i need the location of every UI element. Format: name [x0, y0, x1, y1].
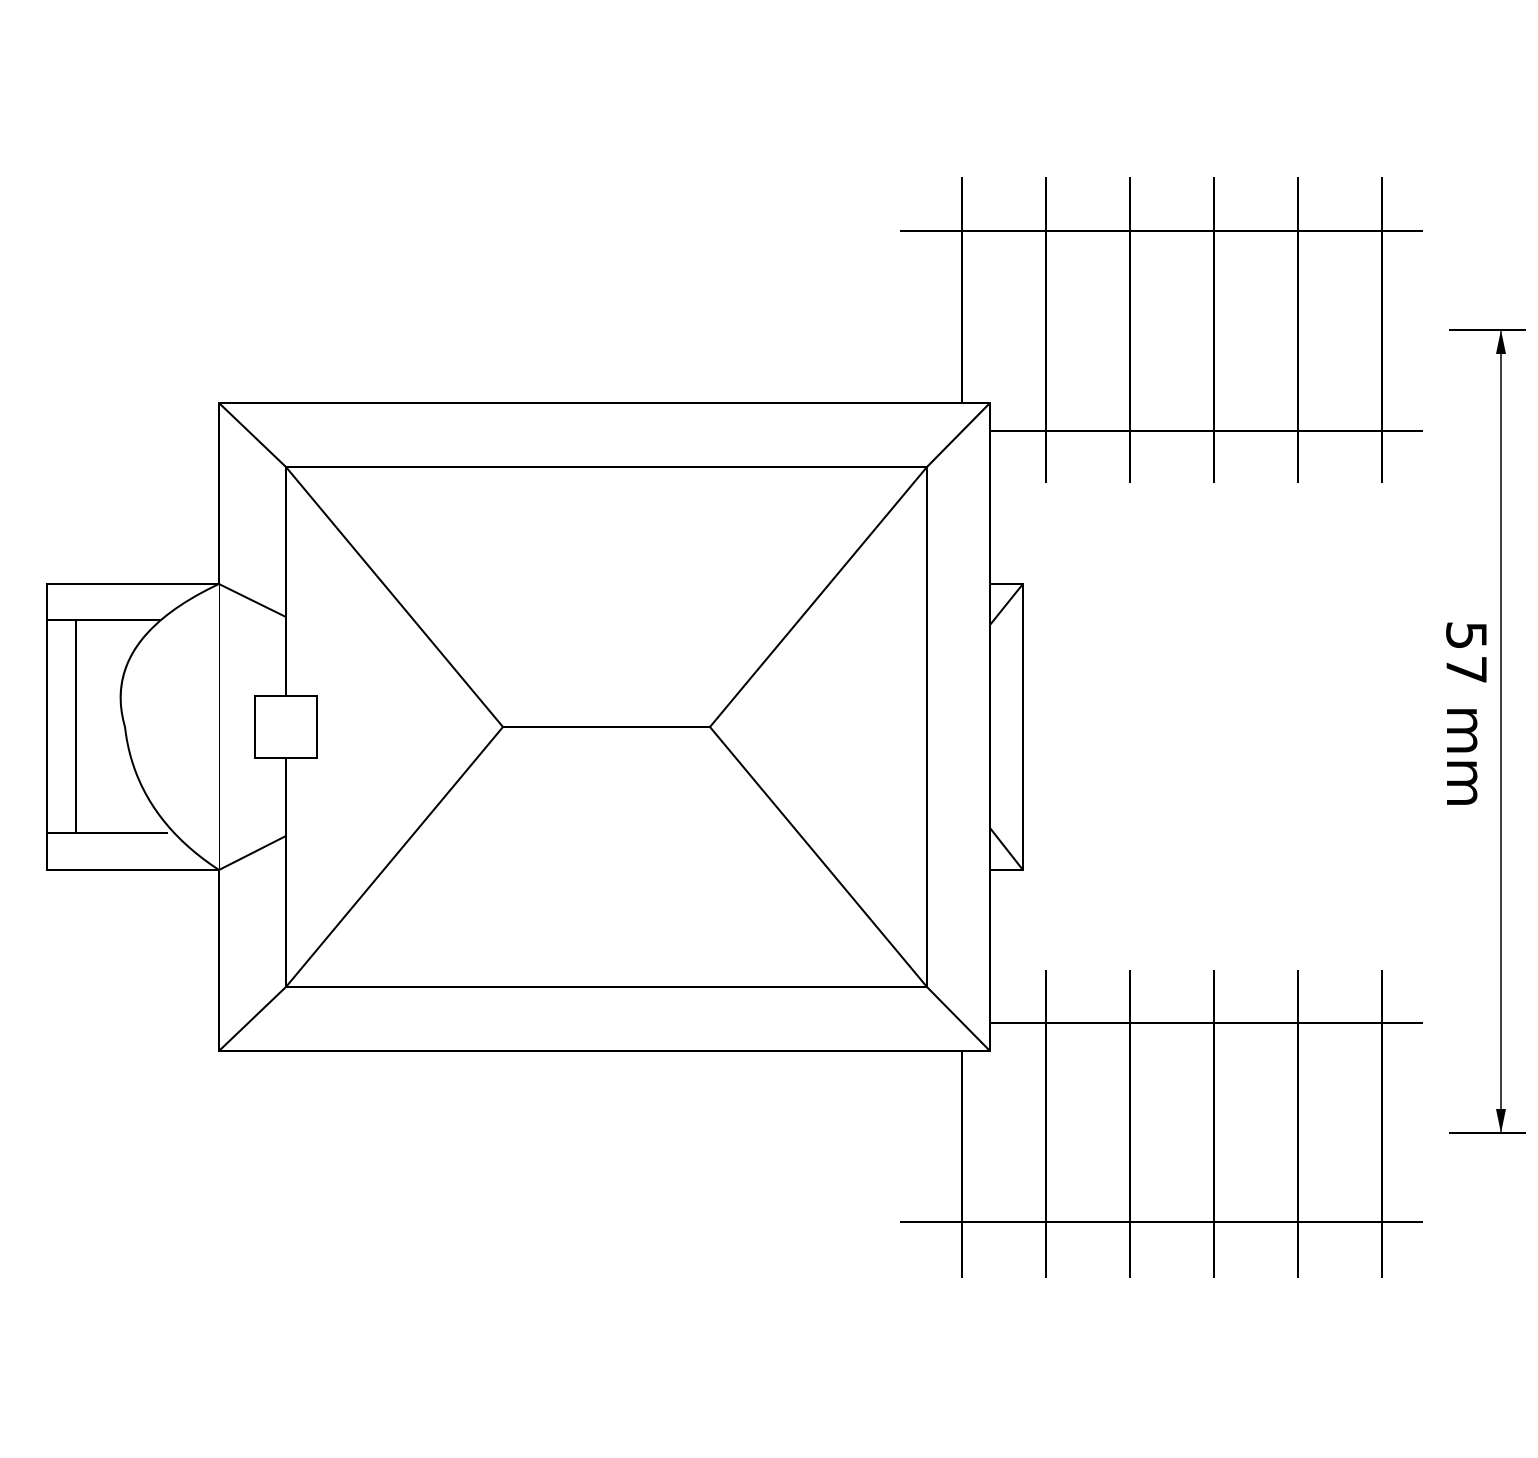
- corner-hip-tr: [926, 402, 991, 468]
- dimension: 57 mm: [1434, 329, 1526, 1134]
- porch-roof-line: [218, 583, 287, 618]
- bay-outline: [989, 583, 1024, 871]
- bay-diagonal: [989, 583, 1024, 626]
- bottom-grid: [900, 970, 1423, 1278]
- main-roof: [218, 402, 991, 1052]
- hip-line: [709, 726, 928, 988]
- right-bay: [989, 583, 1024, 871]
- arrow-up-icon: [1496, 330, 1506, 354]
- corner-hip-tl: [218, 402, 287, 468]
- porch-roof-line: [218, 835, 287, 871]
- bay-diagonal: [989, 827, 1024, 871]
- left-porch: [46, 583, 318, 871]
- top-grid: [900, 177, 1423, 483]
- hip-line: [285, 726, 504, 988]
- corner-hip-bl: [218, 986, 287, 1052]
- arrow-down-icon: [1496, 1109, 1506, 1133]
- chimney-square: [254, 695, 318, 759]
- hip-line: [285, 466, 504, 728]
- porch-arc: [119, 583, 220, 871]
- hip-line: [709, 466, 928, 728]
- dimension-label: 57 mm: [1434, 618, 1497, 809]
- corner-hip-br: [926, 986, 991, 1052]
